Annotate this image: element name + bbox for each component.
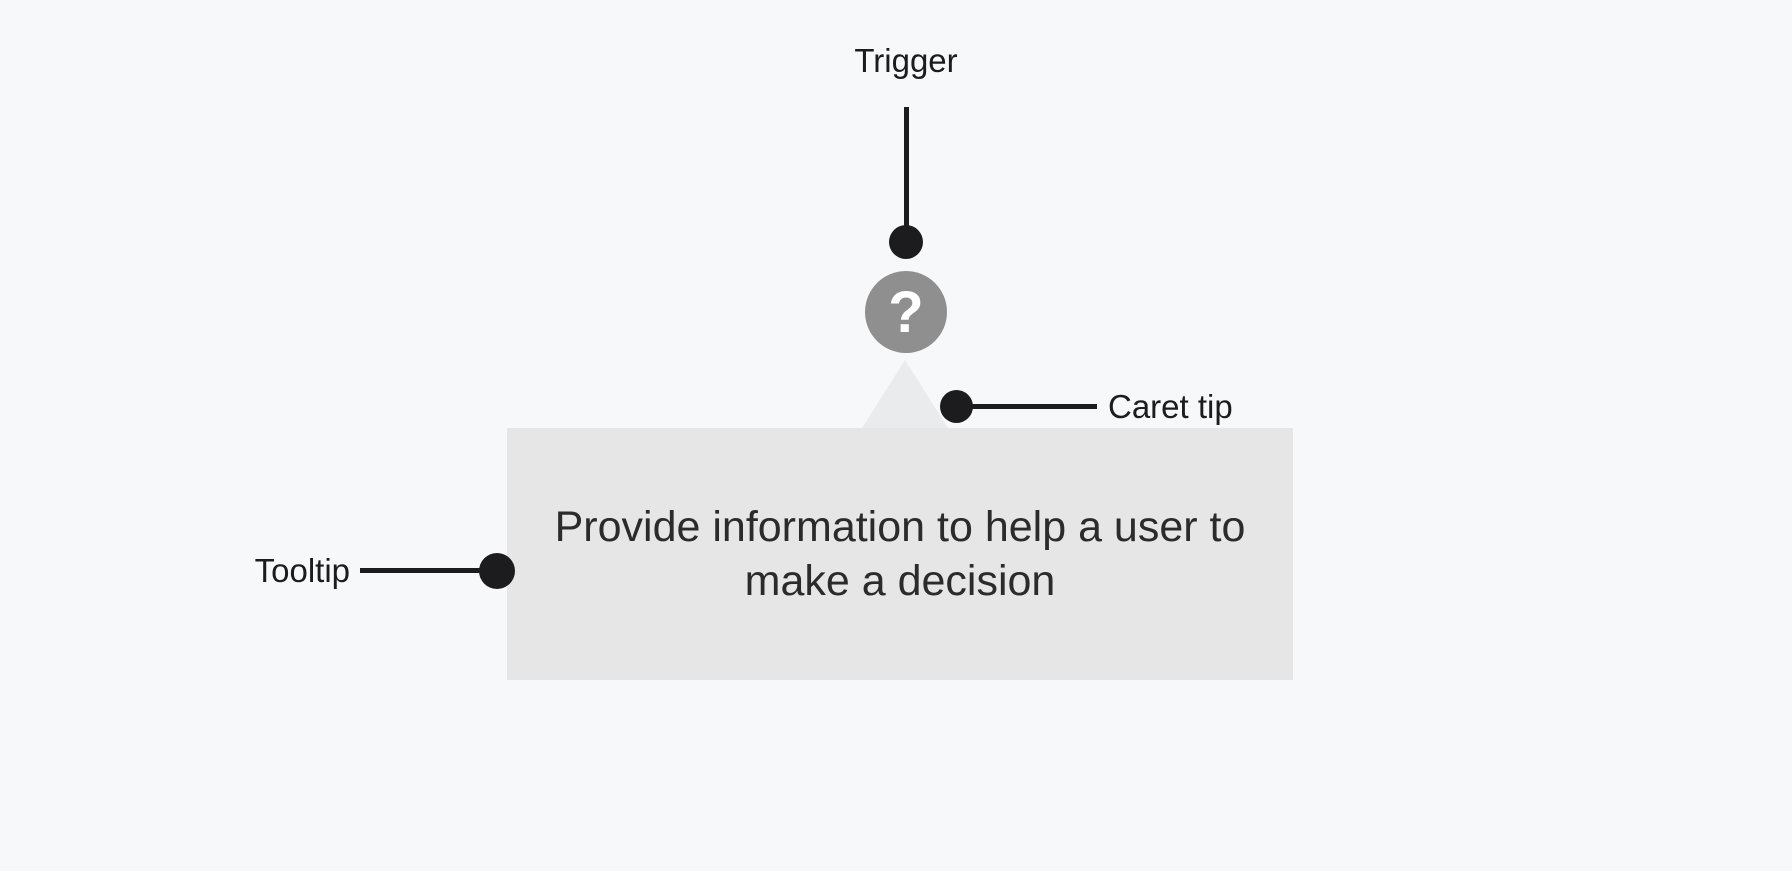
question-mark-icon: ? bbox=[865, 271, 947, 353]
tooltip-connector-line bbox=[360, 568, 483, 573]
caret-connector-dot bbox=[940, 390, 973, 423]
tooltip-connector-dot bbox=[479, 553, 515, 589]
tooltip-text-line-2: make a decision bbox=[744, 557, 1056, 605]
caret-tip bbox=[862, 360, 948, 428]
caret-connector-line bbox=[972, 404, 1097, 409]
caret-tip-label: Caret tip bbox=[1108, 388, 1233, 425]
trigger-label: Trigger bbox=[854, 42, 958, 79]
tooltip-body: Provide information to help a user to ma… bbox=[507, 428, 1293, 680]
tooltip-label: Tooltip bbox=[254, 552, 350, 589]
question-mark-glyph: ? bbox=[888, 279, 924, 345]
trigger-connector-line bbox=[904, 107, 909, 235]
tooltip-text-line-1: Provide information to help a user to bbox=[554, 503, 1246, 551]
trigger-connector-dot bbox=[889, 225, 923, 259]
